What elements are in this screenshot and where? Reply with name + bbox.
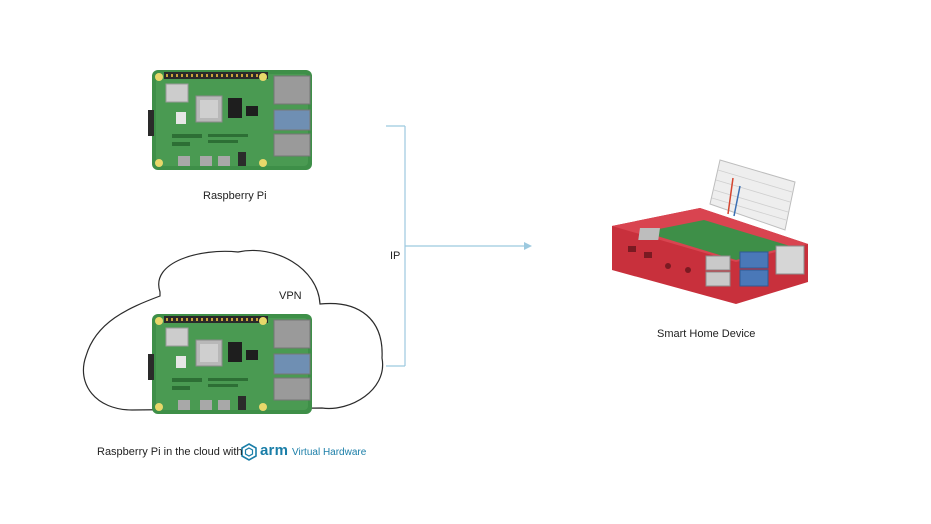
smart-home-device-label: Smart Home Device — [657, 328, 756, 340]
raspberry-pi-board-icon — [147, 313, 313, 415]
arm-logo-text: arm — [260, 442, 289, 459]
smart-home-device-icon — [612, 159, 808, 304]
raspberry-pi-label: Raspberry Pi — [203, 190, 267, 202]
ip-label: IP — [390, 250, 401, 262]
arm-product-label: Virtual Hardware — [292, 447, 367, 458]
ip-arrow — [405, 242, 532, 250]
connector-bracket — [386, 125, 406, 367]
arm-hexagon-logo-icon — [241, 443, 257, 461]
raspberry-pi-board-icon — [147, 69, 313, 171]
cloud-outline-icon — [82, 249, 384, 411]
cloud-caption-prefix: Raspberry Pi in the cloud with — [97, 446, 243, 458]
vpn-label: VPN — [279, 290, 302, 302]
